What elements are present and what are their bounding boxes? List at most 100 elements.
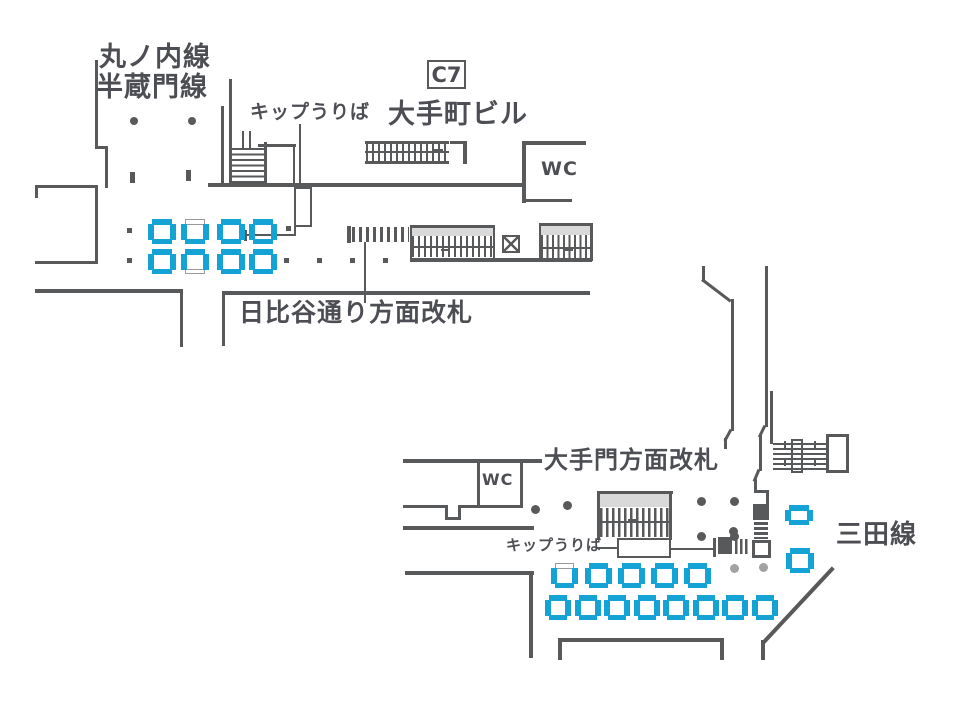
gate-bar bbox=[253, 238, 273, 244]
stairs-hatch bbox=[352, 227, 409, 242]
ticket-gate-icon bbox=[684, 563, 711, 588]
gate-bar bbox=[185, 249, 205, 255]
wall bbox=[403, 505, 447, 508]
wall bbox=[347, 226, 351, 243]
gate-bar bbox=[618, 567, 624, 584]
wall bbox=[539, 223, 541, 261]
ticket-gate-icon bbox=[217, 249, 245, 274]
wall bbox=[105, 146, 108, 188]
wall bbox=[35, 185, 38, 198]
gate-bar bbox=[152, 268, 172, 274]
wall bbox=[293, 144, 295, 186]
gate-bar bbox=[654, 599, 660, 616]
gate-bar bbox=[170, 253, 176, 270]
wall bbox=[713, 538, 716, 557]
ticket-gate-icon bbox=[663, 595, 689, 620]
wall bbox=[597, 491, 600, 540]
marunouchi-line-label: 丸ノ内線 bbox=[99, 42, 211, 73]
wall bbox=[539, 223, 592, 226]
ticket-gate-icon bbox=[249, 219, 277, 244]
wall bbox=[669, 491, 672, 540]
elevator-icon bbox=[502, 235, 520, 253]
wall bbox=[258, 144, 296, 147]
wall bbox=[671, 548, 715, 550]
gate-bar bbox=[663, 599, 669, 616]
wall bbox=[754, 490, 768, 493]
wall bbox=[724, 438, 727, 449]
wall bbox=[95, 187, 98, 263]
wall bbox=[458, 505, 479, 508]
wall bbox=[458, 505, 461, 520]
gate-bar bbox=[608, 595, 626, 601]
gate-bar bbox=[185, 238, 205, 244]
gate-bar bbox=[170, 223, 176, 240]
gate-bar bbox=[772, 599, 778, 616]
stair-landing bbox=[412, 228, 493, 236]
gate-bar bbox=[545, 599, 551, 616]
gate-bar bbox=[651, 567, 657, 584]
gate-bar bbox=[808, 552, 814, 569]
pillar-square bbox=[317, 258, 322, 263]
gate-bar bbox=[565, 599, 571, 616]
gate-bar bbox=[152, 249, 172, 255]
gate-bar bbox=[606, 567, 612, 584]
gate-bar bbox=[634, 599, 640, 616]
pillar-dot-gray bbox=[759, 563, 768, 572]
pillar-square bbox=[127, 258, 132, 263]
gate-bar bbox=[705, 567, 711, 584]
gate-bar bbox=[589, 563, 608, 569]
direction-tick bbox=[814, 458, 816, 466]
gate-bar bbox=[217, 223, 223, 240]
wall bbox=[731, 299, 734, 431]
gate-bar bbox=[181, 253, 187, 270]
wall bbox=[410, 225, 495, 228]
gate-bar bbox=[555, 582, 574, 588]
stairs-hatch bbox=[754, 522, 768, 539]
wall bbox=[365, 141, 449, 144]
gate-bar bbox=[722, 599, 728, 616]
wall bbox=[759, 435, 762, 471]
wall bbox=[264, 142, 267, 187]
gate-bar bbox=[549, 614, 567, 620]
gate-bar bbox=[551, 567, 557, 584]
otemachi-building-label: 大手町ビル bbox=[388, 99, 528, 130]
gate-bar bbox=[148, 223, 154, 240]
pillar-square bbox=[127, 228, 132, 233]
gate-bar bbox=[181, 223, 187, 240]
pillar-square bbox=[286, 226, 291, 231]
pillar-dot bbox=[130, 117, 138, 125]
gate-bar bbox=[217, 253, 223, 270]
gate-bar bbox=[249, 223, 255, 240]
wall bbox=[221, 106, 224, 186]
wall bbox=[410, 225, 412, 261]
wc-bottom-label: WC bbox=[482, 470, 514, 489]
gate-bar bbox=[785, 509, 791, 521]
gate-bar bbox=[253, 268, 273, 274]
gate-bar bbox=[667, 614, 685, 620]
pillar-square bbox=[284, 258, 289, 263]
ticket-gate-icon bbox=[148, 249, 176, 274]
gate-bar bbox=[756, 614, 774, 620]
wall bbox=[365, 161, 449, 164]
wall bbox=[597, 547, 632, 549]
gate-bar bbox=[693, 599, 699, 616]
gate-bar bbox=[655, 582, 674, 588]
structure-outline bbox=[826, 434, 849, 473]
ticket-gate-icon bbox=[618, 563, 645, 588]
wall bbox=[529, 571, 533, 658]
wall bbox=[180, 289, 183, 347]
pillar-dot bbox=[730, 497, 739, 506]
wall bbox=[493, 225, 495, 261]
gate-bar bbox=[684, 567, 690, 584]
exit-c7-badge: C7 bbox=[427, 60, 466, 89]
stairs-hatch bbox=[412, 236, 493, 257]
ticket-gate-icon bbox=[217, 219, 245, 244]
gate-bar bbox=[790, 567, 810, 573]
gate-bar bbox=[221, 268, 241, 274]
ticket-gate-icon bbox=[693, 595, 719, 620]
pillar-dot bbox=[730, 532, 739, 541]
gate-bar bbox=[585, 567, 591, 584]
gate-bar bbox=[789, 519, 809, 525]
gate-bar bbox=[221, 219, 241, 225]
pillar-dot bbox=[531, 505, 540, 514]
